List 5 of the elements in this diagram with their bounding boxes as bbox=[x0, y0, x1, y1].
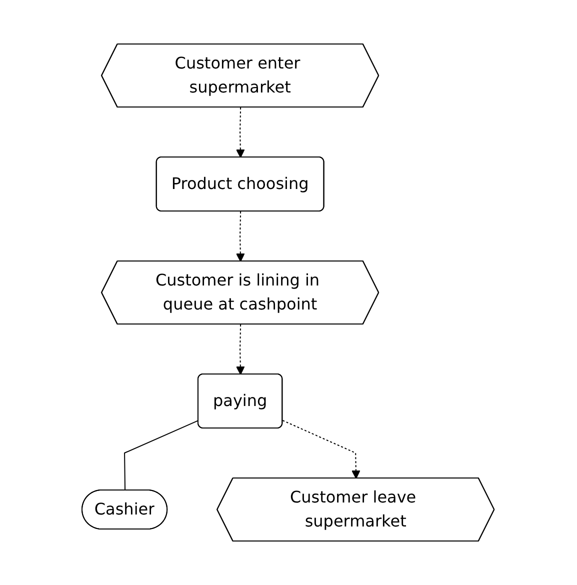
connector bbox=[124, 420, 200, 491]
arrow bbox=[236, 324, 246, 375]
arrow bbox=[282, 420, 361, 479]
arrow bbox=[236, 107, 246, 158]
arrow bbox=[236, 211, 246, 262]
